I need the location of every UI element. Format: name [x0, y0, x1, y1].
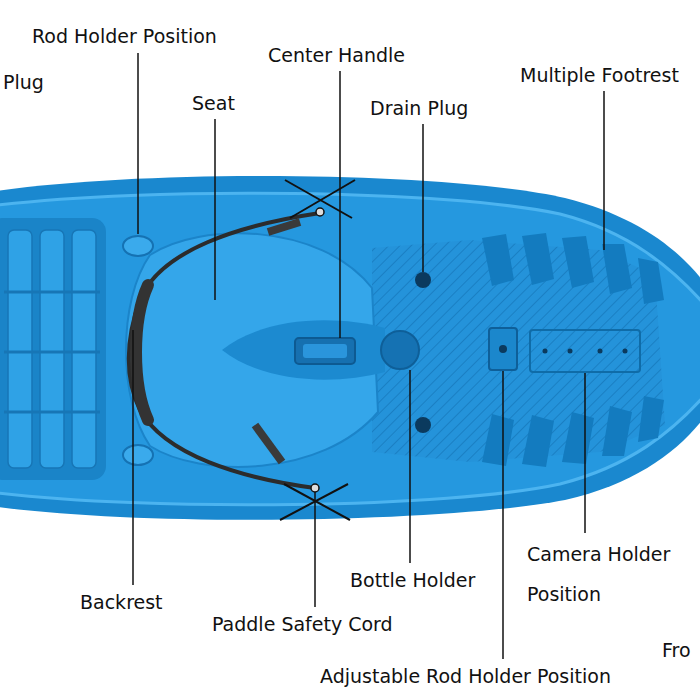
part-label: Drain Plug	[370, 96, 468, 120]
part-label: Backrest	[80, 590, 163, 614]
part-label: Fro	[662, 638, 691, 662]
footwell	[372, 240, 665, 462]
part-label: Center Handle	[268, 43, 405, 67]
rod-holder	[123, 236, 153, 256]
strap-buckle	[255, 425, 282, 462]
tank-grooves	[4, 292, 100, 412]
tank-ribs	[8, 230, 96, 468]
part-label: Plug	[3, 70, 44, 94]
drain-plug	[415, 272, 431, 288]
strap-buckle	[268, 222, 300, 232]
part-label: Multiple Footrest	[520, 63, 679, 87]
part-label: Seat	[192, 91, 235, 115]
part-label: Rod Holder Position	[32, 24, 217, 48]
camera-bolts	[543, 349, 628, 354]
part-label: Paddle Safety Cord	[212, 612, 393, 636]
part-label: Camera Holder Position	[527, 534, 695, 614]
cord-eyelet	[311, 484, 319, 492]
rod-holder-mount	[489, 328, 517, 370]
cord-eyelet	[316, 208, 324, 216]
part-label: Adjustable Rod Holder Position	[320, 664, 611, 688]
leader-lines	[133, 53, 604, 659]
center-handle	[295, 338, 355, 364]
camera-holder	[530, 330, 640, 372]
seat-ridge	[222, 320, 385, 379]
paddle-cord	[280, 180, 355, 520]
tank-well	[0, 218, 106, 480]
bottle-holder	[381, 331, 419, 369]
rod-holder	[123, 445, 153, 465]
footrest-ribs	[482, 233, 664, 467]
backrest-strap	[129, 213, 320, 488]
drain-plug	[415, 417, 431, 433]
part-label: Bottle Holder	[350, 568, 475, 592]
handle-grip	[303, 344, 347, 358]
backrest	[136, 285, 148, 420]
mount-bolt	[499, 345, 507, 353]
